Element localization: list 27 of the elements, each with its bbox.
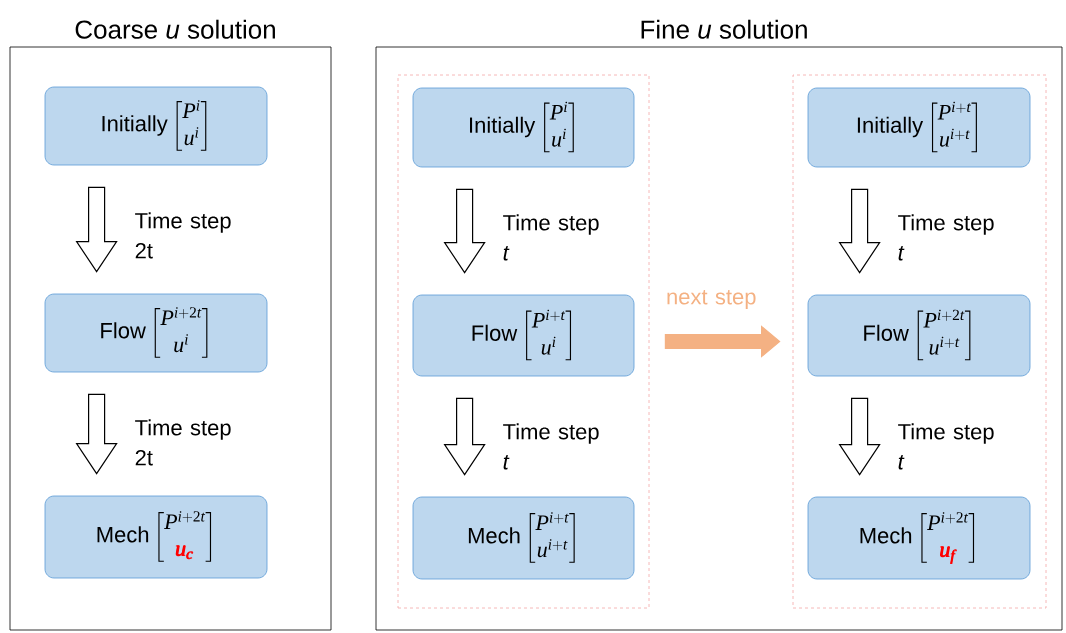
process-box: Initially $\begin{bmatrix}P^{i}\\u^{i}\end{bmatrix}$ [44,86,268,166]
dashed-frame [397,74,650,609]
edge-label: Time step t [503,214,599,261]
process-box: Flow $\begin{bmatrix}P^{i+2t}\\u^{i+t}\end{bmatrix}$ [807,294,1031,377]
block-arrow [664,325,781,358]
process-box: Mech $\begin{bmatrix}P^{i+t}\\u^{i+t}\end{bmatrix}$ [412,496,635,580]
process-box: Flow $\begin{bmatrix}P^{i+t}\\u^{i}\end{bmatrix}$ [412,294,635,377]
hollow-arrow [443,188,486,274]
edge-label: Time step 2t [135,419,231,466]
process-box: Mech $\begin{bmatrix}P^{i+2t}\\{\color{red}\pmb{u_{f}}}\end{bmatrix}$ [807,496,1031,580]
edge-label: next step [667,290,756,309]
edge-label: Time step 2t [135,212,231,259]
process-box: Initially $\begin{bmatrix}P^{i}\\u^{i}\end{bmatrix}$ [412,87,635,168]
process-box: Mech $\begin{bmatrix}P^{i+2t}\\{\color{red}\pmb{u_{c}}}\end{bmatrix}$ [44,495,268,579]
panel-heading: Coarse u solution [75,19,275,39]
hollow-arrow [75,393,118,475]
dashed-frame [792,74,1047,609]
edge-label: Time step t [503,423,599,470]
panel-heading: Fine u solution [641,19,807,39]
hollow-arrow [443,397,486,476]
hollow-arrow [838,188,881,274]
process-box: Flow $\begin{bmatrix}P^{i+2t}\\u^{i}\end{bmatrix}$ [44,293,268,373]
edge-label: Time step t [898,423,994,470]
hollow-arrow [838,397,881,476]
hollow-arrow [75,186,118,273]
process-box: Initially $\begin{bmatrix}P^{i+t}\\u^{i+t}\end{bmatrix}$ [807,87,1031,168]
edge-label: Time step t [898,214,994,261]
